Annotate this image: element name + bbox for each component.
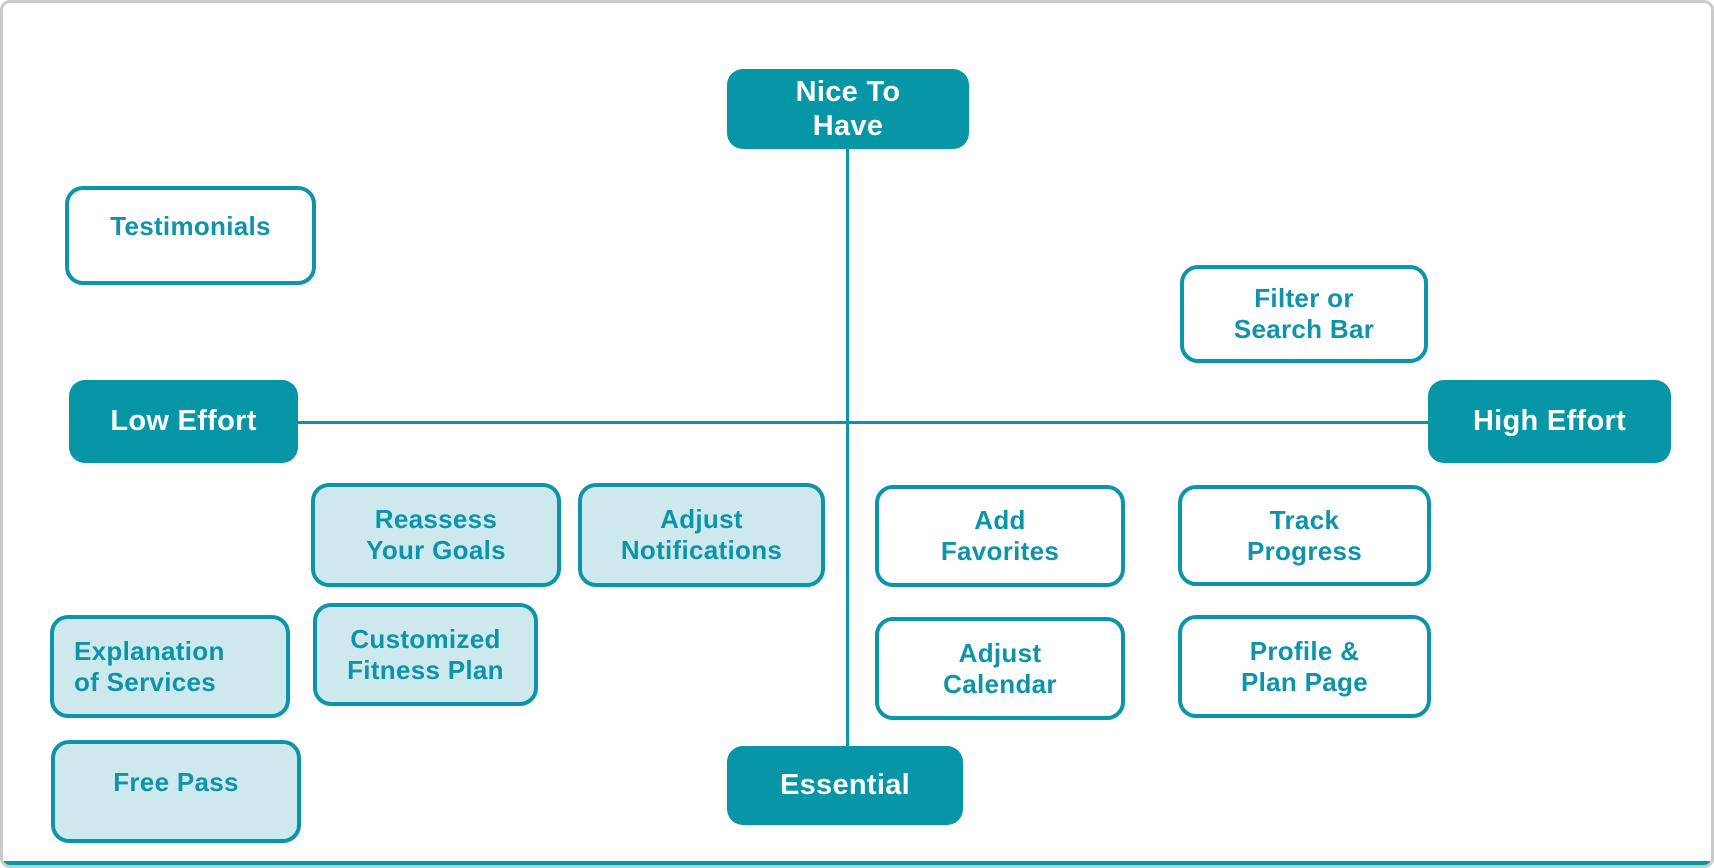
axis-label-low-effort: Low Effort — [69, 380, 298, 463]
node-adjust-notifications: Adjust Notifications — [578, 483, 825, 587]
node-adjust-calendar: Adjust Calendar — [875, 617, 1125, 720]
node-reassess-your-goals: Reassess Your Goals — [311, 483, 561, 587]
horizontal-axis-line — [298, 421, 1428, 424]
axis-label-essential: Essential — [727, 746, 963, 825]
node-profile-plan-page: Profile & Plan Page — [1178, 615, 1431, 718]
node-track-progress: Track Progress — [1178, 485, 1431, 586]
axis-label-nice-to-have: Nice To Have — [727, 69, 969, 149]
vertical-axis-line — [846, 149, 849, 746]
node-explanation-of-services: Explanation of Services — [50, 615, 290, 718]
node-free-pass: Free Pass — [51, 740, 301, 843]
node-customized-fitness-plan: Customized Fitness Plan — [313, 603, 538, 706]
node-filter-or-search-bar: Filter or Search Bar — [1180, 265, 1428, 363]
axis-label-high-effort: High Effort — [1428, 380, 1671, 463]
node-add-favorites: Add Favorites — [875, 485, 1125, 587]
bottom-divider-line — [3, 861, 1711, 865]
node-testimonials: Testimonials — [65, 186, 316, 285]
